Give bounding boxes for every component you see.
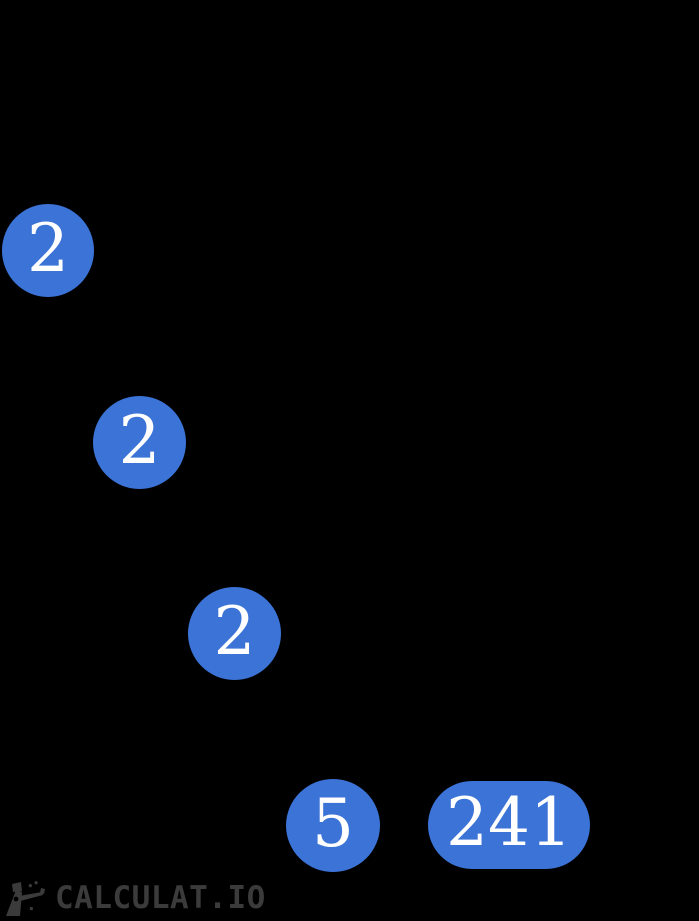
prime-factor-node-241: 241 <box>428 781 590 869</box>
prime-factor-node-2c: 2 <box>188 587 281 680</box>
prime-factor-label: 2 <box>27 209 69 287</box>
watermark: CALCULAT.IO <box>2 879 266 919</box>
prime-factor-node-2a: 2 <box>2 204 94 297</box>
prime-factor-node-5: 5 <box>286 779 380 872</box>
hitchhiker-robot-icon <box>6 880 45 916</box>
prime-factor-label: 241 <box>446 784 572 861</box>
prime-factor-label: 5 <box>312 784 354 862</box>
watermark-text: CALCULAT.IO <box>55 879 266 916</box>
prime-factor-node-2b: 2 <box>93 396 186 489</box>
prime-factor-label: 2 <box>213 592 256 670</box>
prime-factor-label: 2 <box>118 401 161 479</box>
